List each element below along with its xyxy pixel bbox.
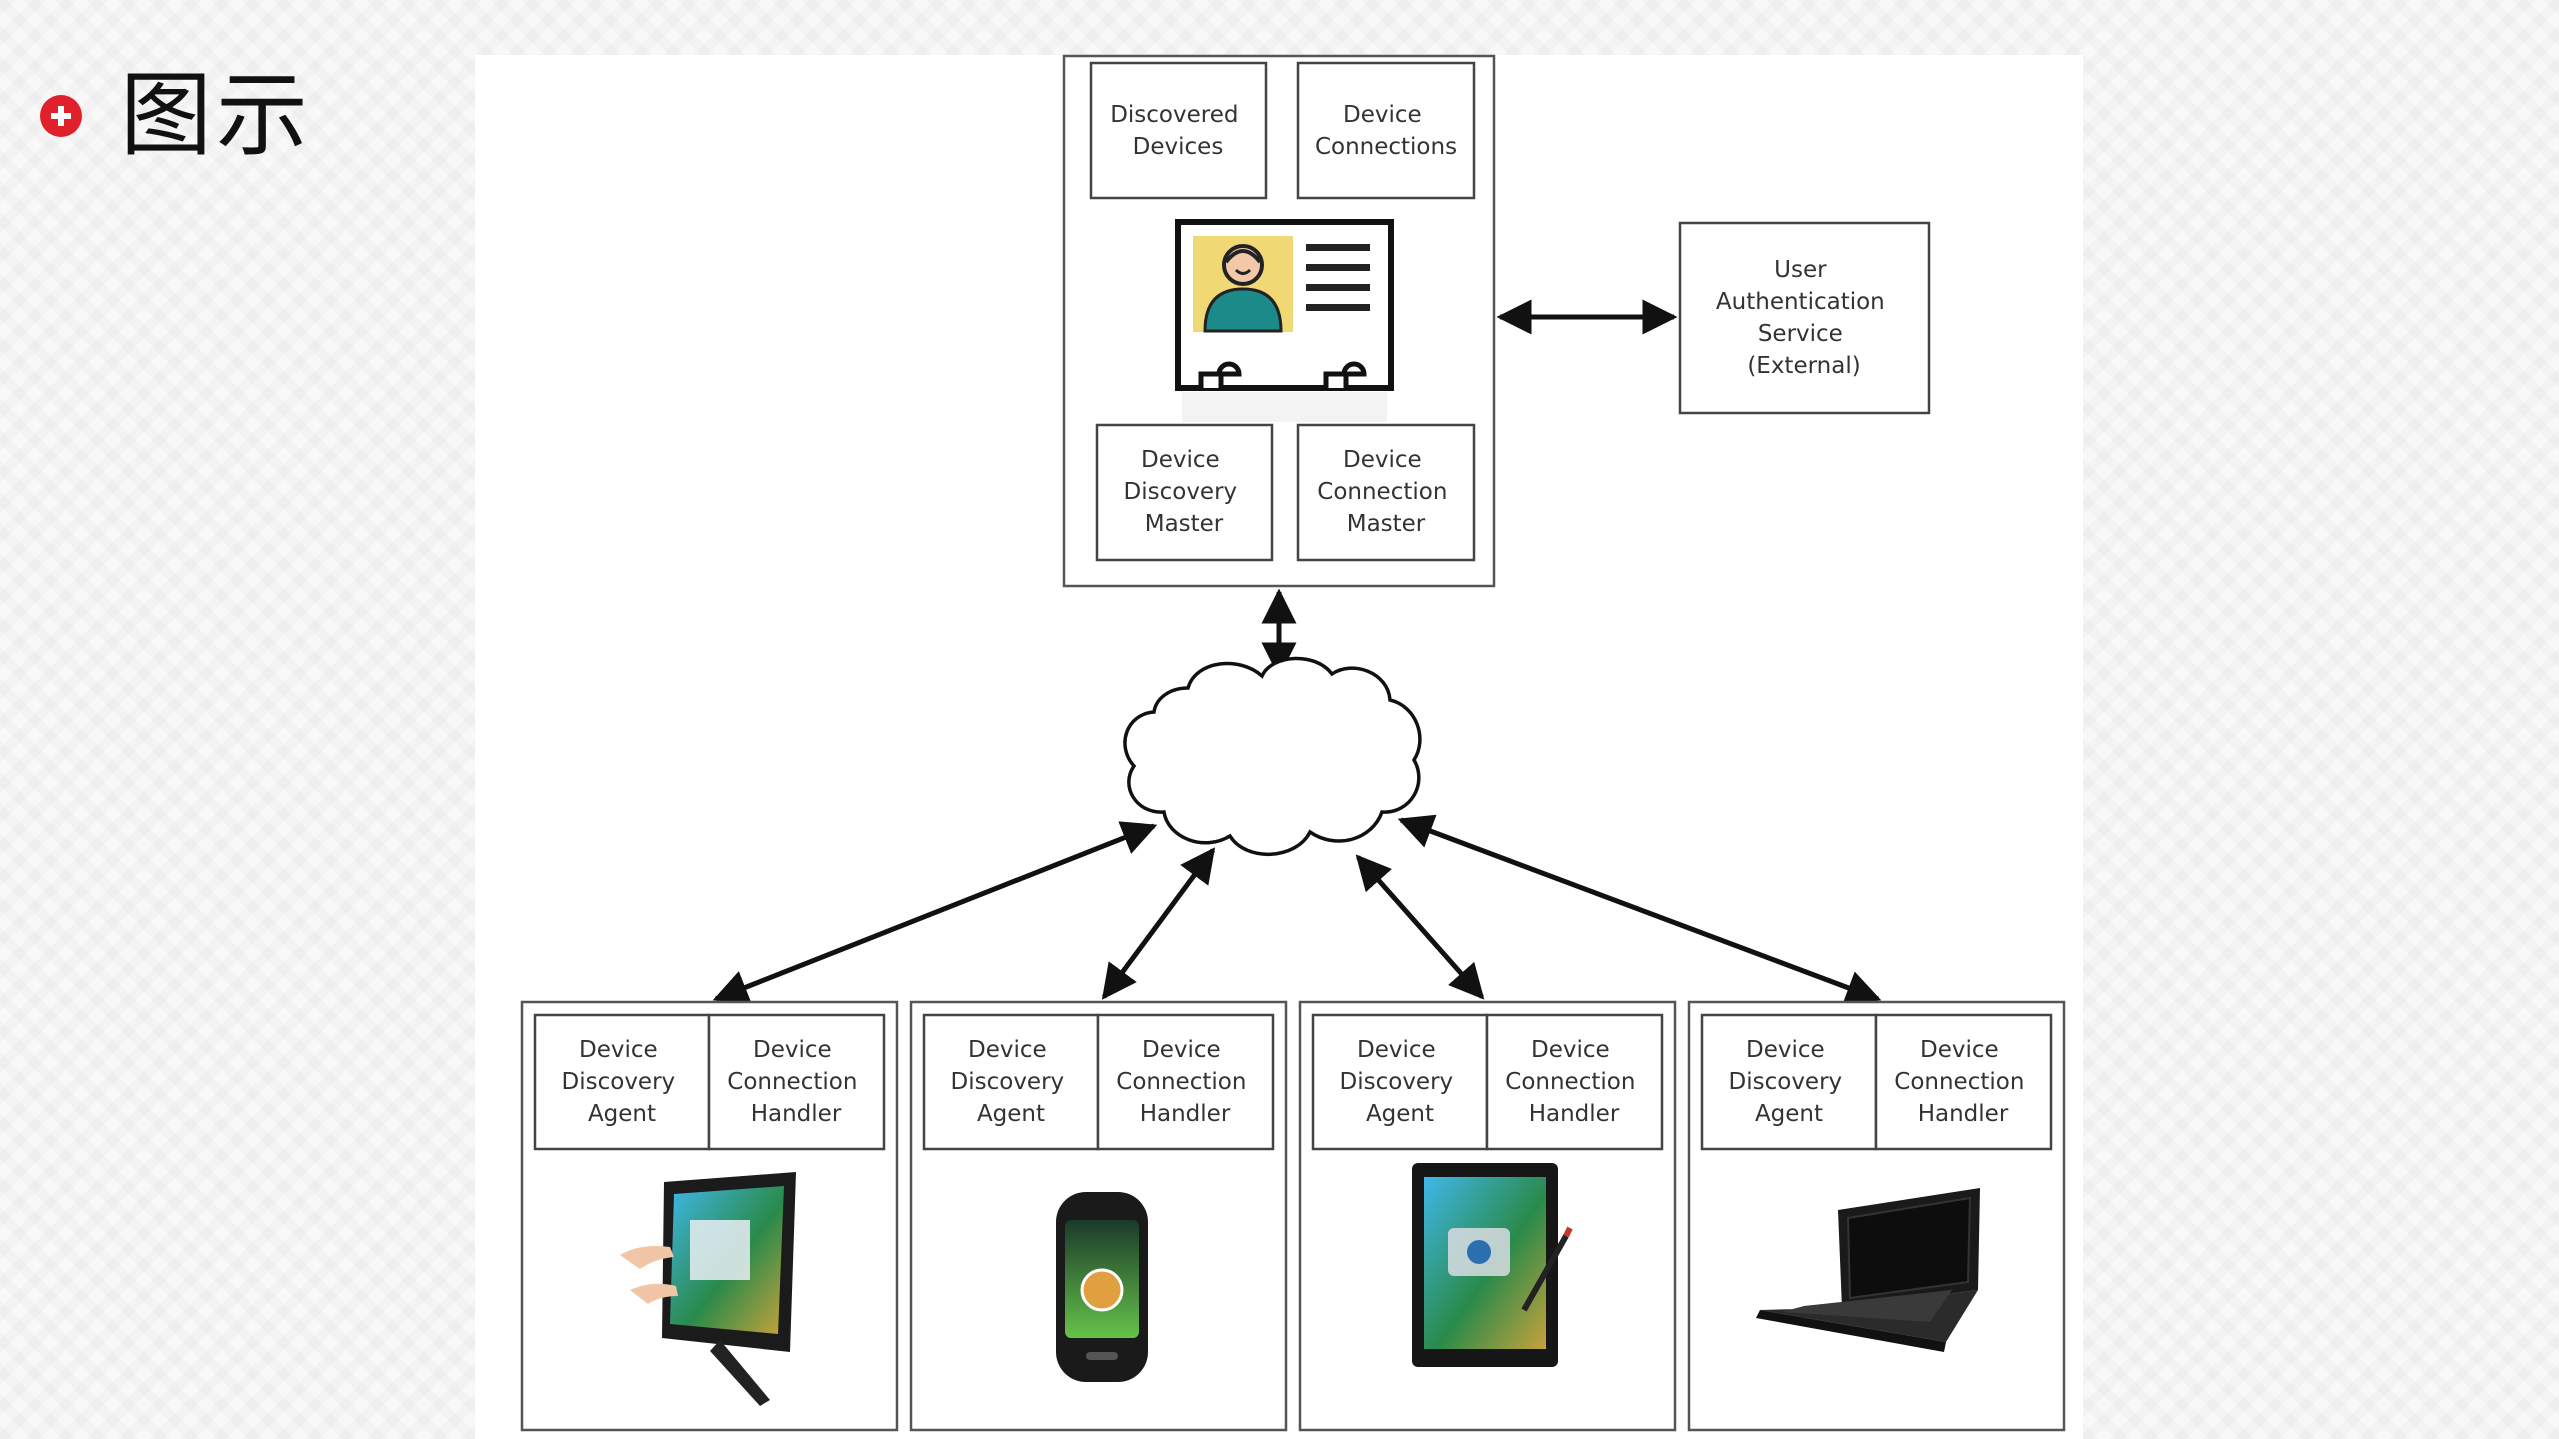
user-id-card-icon	[1175, 219, 1394, 422]
discovered-devices-line-2: Devices	[1133, 134, 1224, 160]
cloud-icon	[1123, 656, 1422, 857]
client1-agent-line-1: Device	[579, 1037, 658, 1063]
discovery-master-line-1: Device	[1141, 447, 1220, 473]
client4-agent-line-1: Device	[1746, 1037, 1825, 1063]
client2-agent-line-1: Device	[968, 1037, 1047, 1063]
client2-handler-line-3: Handler	[1140, 1101, 1231, 1127]
svg-text:Device Discovery A: Device Discovery Agent	[951, 1037, 1072, 1127]
svg-text:Device Connection: Device Connection Master	[1317, 447, 1454, 537]
auth-line-3: Service	[1758, 321, 1843, 347]
connection-master-line-2: Connection	[1317, 479, 1447, 505]
client4-handler-line-1: Device	[1920, 1037, 1999, 1063]
client1-agent-line-3: Agent	[588, 1101, 656, 1127]
arrow-cloud-client-3	[1355, 854, 1485, 1000]
smartphone-icon	[1056, 1192, 1148, 1382]
client4-agent-line-3: Agent	[1755, 1101, 1823, 1127]
svg-text:Device Discovery A: Device Discovery Agent	[562, 1037, 683, 1127]
client3-agent-line-3: Agent	[1366, 1101, 1434, 1127]
client-device-4: Device Discovery Agent Device Connection…	[1687, 1000, 2066, 1432]
discovered-devices-box: Discovered Devices	[1089, 61, 1268, 200]
client1-handler-line-3: Handler	[751, 1101, 842, 1127]
slide-title: 图示	[120, 62, 313, 169]
client-device-3: Device Discovery Agent Device Connection…	[1298, 1000, 1677, 1432]
client2-handler-line-2: Connection	[1116, 1069, 1246, 1095]
client1-agent-line-2: Discovery	[562, 1069, 676, 1095]
svg-text:Device Discovery A: Device Discovery Agent	[1340, 1037, 1461, 1127]
svg-text:User Authentication: User Authentication Service (External)	[1716, 257, 1892, 379]
svg-text:Discovered Devices: Discovered Devices	[1110, 102, 1246, 160]
user-authentication-service-box: User Authentication Service (External)	[1678, 221, 1931, 415]
device-discovery-master-box: Device Discovery Master	[1095, 423, 1274, 562]
discovery-master-line-3: Master	[1145, 511, 1224, 537]
auth-line-4: (External)	[1747, 353, 1860, 379]
auth-line-2: Authentication	[1716, 289, 1885, 315]
client4-agent-line-2: Discovery	[1729, 1069, 1843, 1095]
client1-handler-line-1: Device	[753, 1037, 832, 1063]
discovered-devices-line-1: Discovered	[1110, 102, 1238, 128]
client2-handler-line-1: Device	[1142, 1037, 1221, 1063]
device-connections-line-1: Device	[1343, 102, 1422, 128]
client3-handler-line-2: Connection	[1505, 1069, 1635, 1095]
svg-text:Device Connection: Device Connection Handler	[727, 1037, 864, 1127]
arrow-cloud-client-2	[1101, 847, 1216, 1000]
connection-master-line-3: Master	[1347, 511, 1426, 537]
tablet-with-stylus-icon	[1412, 1163, 1573, 1367]
svg-text:Device Connection: Device Connection Handler	[1116, 1037, 1253, 1127]
svg-text:Device Connection: Device Connection Handler	[1505, 1037, 1642, 1127]
svg-text:Device Connection: Device Connection Handler	[1894, 1037, 2031, 1127]
client3-agent-line-2: Discovery	[1340, 1069, 1454, 1095]
connection-master-line-1: Device	[1343, 447, 1422, 473]
device-connections-line-2: Connections	[1315, 134, 1457, 160]
device-connection-master-box: Device Connection Master	[1296, 423, 1476, 562]
client4-handler-line-2: Connection	[1894, 1069, 2024, 1095]
plus-bullet-icon	[40, 95, 82, 137]
svg-text:Device Discovery: Device Discovery Master	[1124, 447, 1245, 537]
auth-line-1: User	[1774, 257, 1827, 283]
slide-header: 图示	[40, 70, 312, 162]
arrow-cloud-client-1	[712, 821, 1158, 1004]
client2-agent-line-2: Discovery	[951, 1069, 1065, 1095]
client-device-1: Device Discovery Agent Device Connection…	[520, 1000, 899, 1432]
client4-handler-line-3: Handler	[1918, 1101, 2009, 1127]
client1-handler-line-2: Connection	[727, 1069, 857, 1095]
svg-text:Device Discovery A: Device Discovery Agent	[1729, 1037, 1850, 1127]
client-device-2: Device Discovery Agent Device Connection…	[909, 1000, 1288, 1432]
arrow-cloud-client-4	[1397, 814, 1882, 1005]
all-in-one-touch-pc-icon	[620, 1172, 796, 1406]
device-connections-box: Device Connections	[1296, 61, 1476, 200]
client3-handler-line-1: Device	[1531, 1037, 1610, 1063]
svg-text:Device Connections: Device Connections	[1315, 102, 1457, 160]
client2-agent-line-3: Agent	[977, 1101, 1045, 1127]
server-box: Discovered Devices Device Connections	[1062, 54, 1496, 588]
client3-agent-line-1: Device	[1357, 1037, 1436, 1063]
client3-handler-line-3: Handler	[1529, 1101, 1620, 1127]
laptop-icon	[1756, 1188, 1980, 1352]
discovery-master-line-2: Discovery	[1124, 479, 1238, 505]
